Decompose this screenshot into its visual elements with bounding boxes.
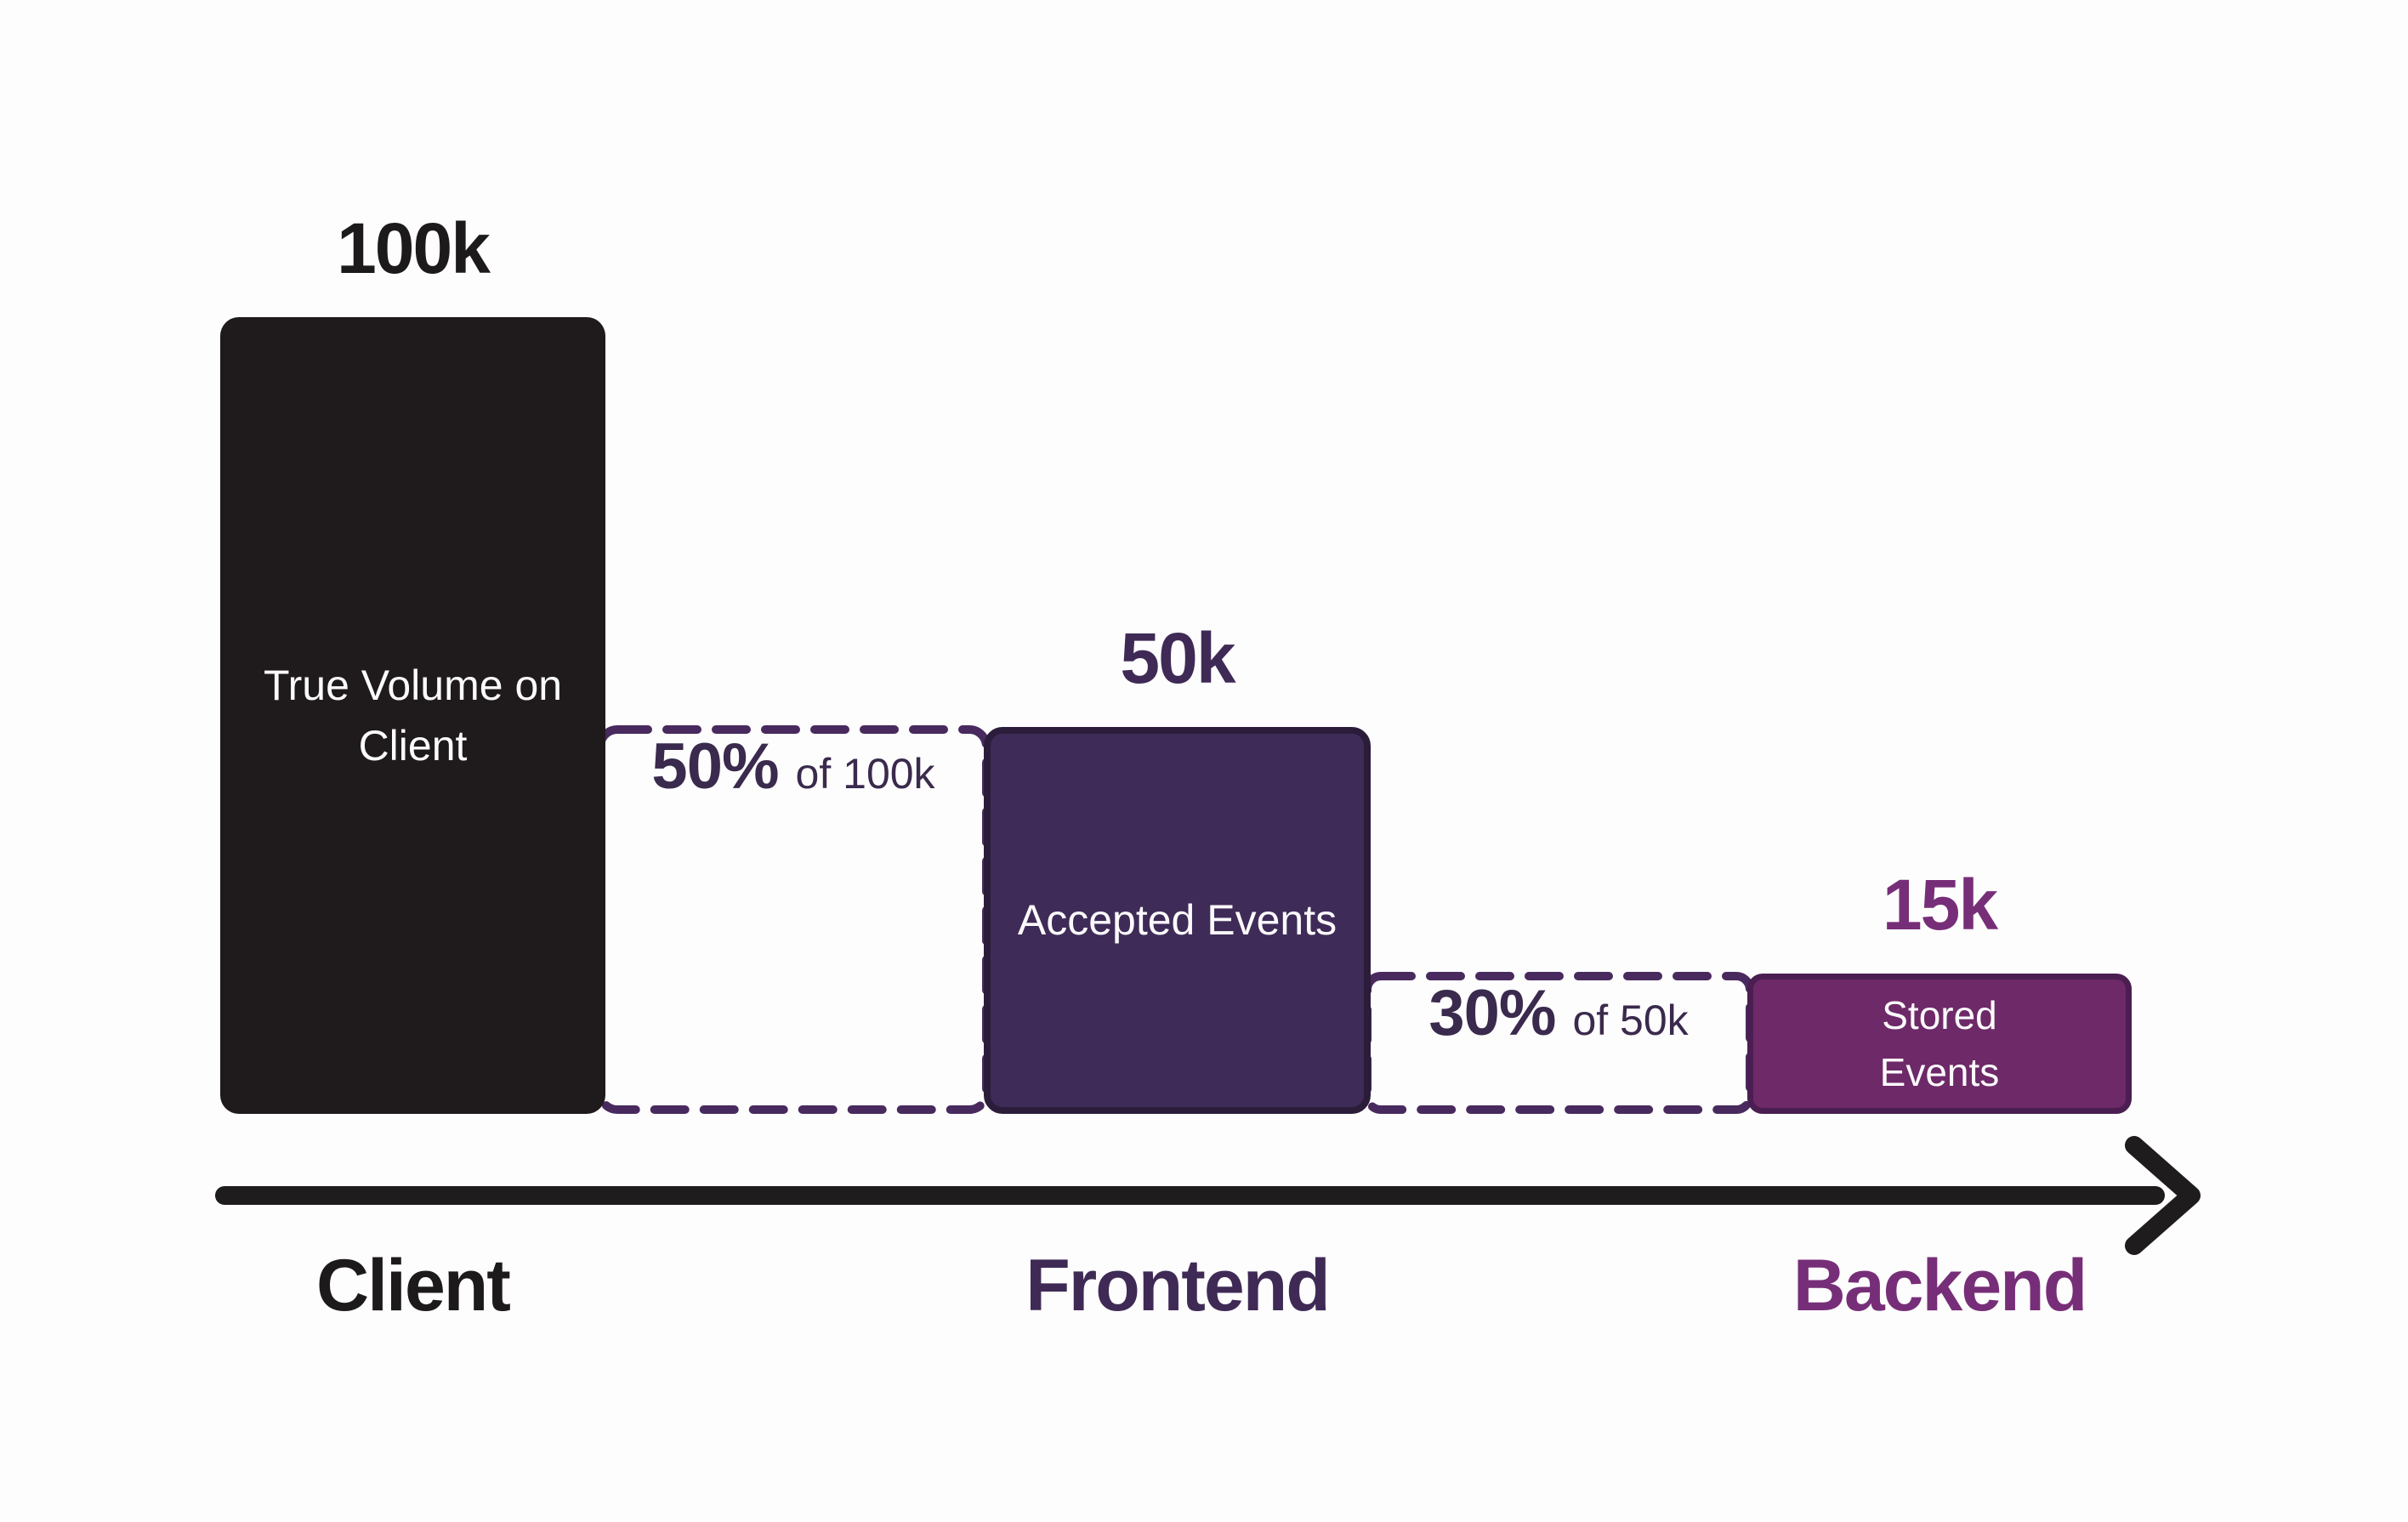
- axis-label-client: Client: [316, 1245, 511, 1326]
- drop-annotation-30pct: 30% of 50k: [1367, 976, 1750, 1110]
- flow-arrow: [215, 1136, 2201, 1255]
- axis-label-backend: Backend: [1792, 1245, 2088, 1326]
- bar-label-accepted-events: Accepted Events: [1017, 896, 1337, 944]
- bar-accepted-events: Accepted Events: [984, 727, 1371, 1114]
- drop-basis: of 100k: [795, 750, 935, 798]
- drop-percentage: 50%: [651, 730, 779, 803]
- value-label-backend: 15k: [1882, 865, 1998, 945]
- drop-basis: of 50k: [1572, 997, 1689, 1044]
- bar-true-volume-on-client: True Volume on Client: [220, 317, 605, 1114]
- drop-annotation-50pct: 50% of 100k: [600, 730, 986, 1110]
- drop-percentage: 30%: [1428, 977, 1556, 1049]
- bar-label-stored-events: Stored Events: [1879, 993, 2000, 1094]
- bar-stored-events: Stored Events: [1747, 974, 2132, 1114]
- bar-label-true-volume: True Volume on Client: [263, 661, 563, 770]
- value-label-client: 100k: [337, 208, 491, 288]
- value-label-frontend: 50k: [1120, 618, 1235, 698]
- axis-label-frontend: Frontend: [1025, 1245, 1331, 1326]
